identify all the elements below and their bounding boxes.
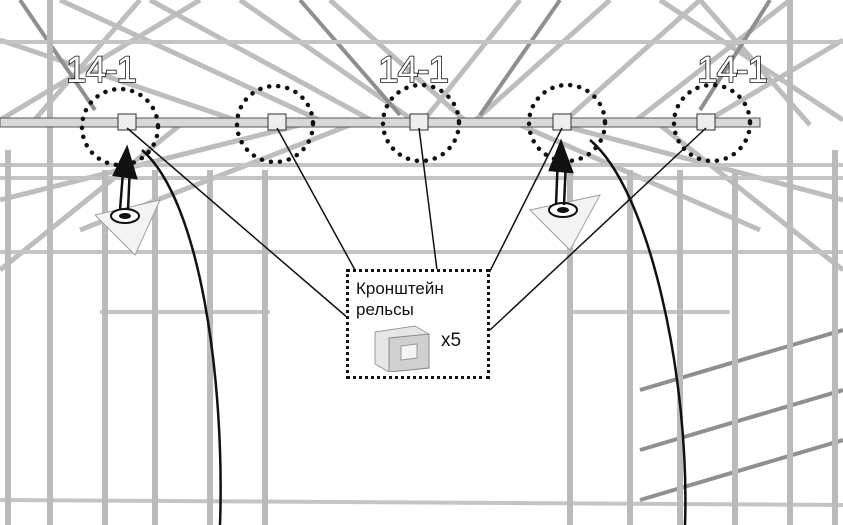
part-quantity: x5 bbox=[441, 330, 462, 351]
step-label-center: 14-1 bbox=[377, 49, 450, 90]
horizontal-beams bbox=[0, 40, 843, 507]
vertical-posts bbox=[5, 0, 838, 525]
part-name-line1: Кронштейн bbox=[356, 279, 444, 298]
rail bbox=[0, 117, 761, 128]
step-label-left: 14-1 bbox=[65, 49, 138, 90]
ceiling-light-icon bbox=[94, 199, 161, 256]
roof-trusses-dark bbox=[18, 0, 843, 502]
up-arrow-icon bbox=[548, 138, 574, 206]
part-name: Кронштейн рельсы bbox=[356, 278, 444, 320]
highlight-circles bbox=[79, 82, 753, 168]
cables bbox=[141, 139, 687, 525]
step-label-right: 14-1 bbox=[696, 49, 769, 90]
leader-lines bbox=[126, 127, 707, 331]
part-name-line2: рельсы bbox=[356, 300, 414, 319]
rail-bracket-icon bbox=[374, 325, 430, 372]
up-arrow-icon bbox=[112, 144, 138, 211]
rail-brackets bbox=[117, 113, 716, 131]
part-callout: Кронштейн рельсы x5 bbox=[346, 269, 490, 379]
